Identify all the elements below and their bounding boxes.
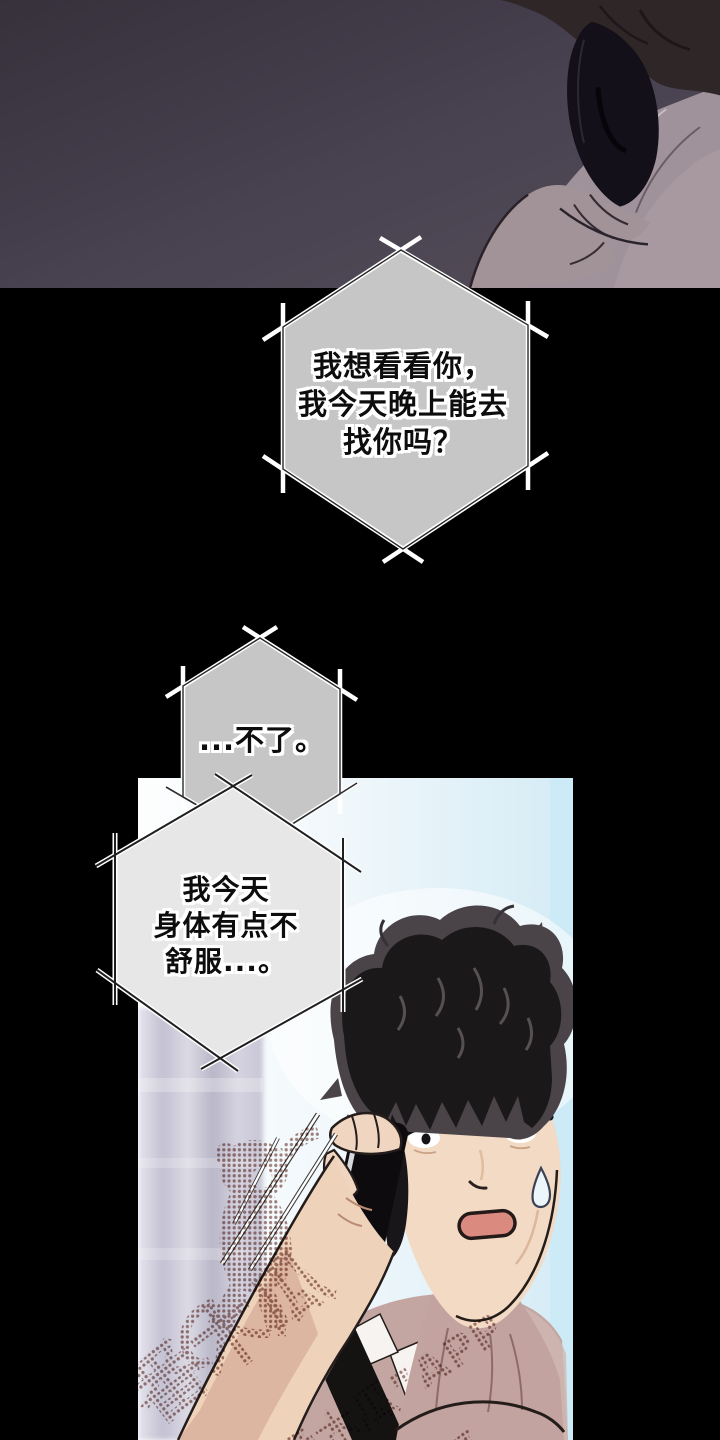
left-under-eye [413, 1149, 437, 1155]
caller-phone-edge [577, 39, 585, 144]
neck-crease [435, 1327, 449, 1411]
left-eye-pupil [421, 1133, 431, 1145]
caller-jaw-shadow [559, 207, 649, 246]
panel-dark-phone-scene [0, 0, 720, 288]
right-under-eye [509, 1145, 531, 1150]
panel-top-art [0, 0, 720, 288]
speech-bubble-2-text: ...不了。 [182, 722, 342, 758]
speech-line: 我想看看你， [312, 349, 493, 383]
jaw-outline [455, 1169, 559, 1322]
caller-hair-strand [599, 5, 649, 45]
speech-bubble-3-text: 我今天 身体有点不 舒服...。 [116, 872, 336, 980]
speech-line: 我今天 [182, 873, 270, 906]
arm-shade [178, 1248, 318, 1440]
nose [468, 1180, 488, 1190]
speech-line: 我今天晚上能去 [297, 387, 508, 421]
speech-line: 舒服...。 [165, 945, 287, 978]
arm-inner-outline [292, 1251, 396, 1440]
shirt-collar-curve [395, 1400, 566, 1433]
speech-line: 找你吗？ [342, 425, 463, 459]
hair-curl-highlights [396, 967, 533, 1059]
mascot-eye [252, 1168, 272, 1188]
caller-finger-line [569, 241, 605, 266]
sweat-drop [531, 1165, 552, 1209]
speech-line: 身体有点不 [153, 909, 299, 942]
neck-crease [487, 1333, 494, 1413]
open-mouth [457, 1208, 517, 1241]
caller-hair-strand [638, 9, 691, 52]
caller-collar-shadow-line [635, 126, 701, 213]
caller-shirt-highlight [614, 148, 720, 288]
nose-bridge-shade [478, 1149, 484, 1181]
watermark-mascot [179, 1124, 320, 1368]
neck-crease [509, 1333, 523, 1411]
blinds-band [138, 1158, 263, 1168]
speech-line: ...不了。 [198, 723, 326, 757]
speech-bubble-1-text: 我想看看你， 我今天晚上能去 找你吗？ [278, 347, 528, 461]
man-face [388, 1090, 561, 1329]
blinds-band [138, 1078, 263, 1092]
caller-phone [567, 21, 659, 207]
cheek-contour [515, 1209, 540, 1265]
wrist-creases [337, 1197, 373, 1227]
hair-flyaways [379, 904, 515, 947]
finger-lines [351, 1113, 380, 1151]
caller-phone-detail [595, 87, 628, 154]
man-hair [342, 927, 562, 1130]
caller-finger-line [589, 194, 629, 226]
